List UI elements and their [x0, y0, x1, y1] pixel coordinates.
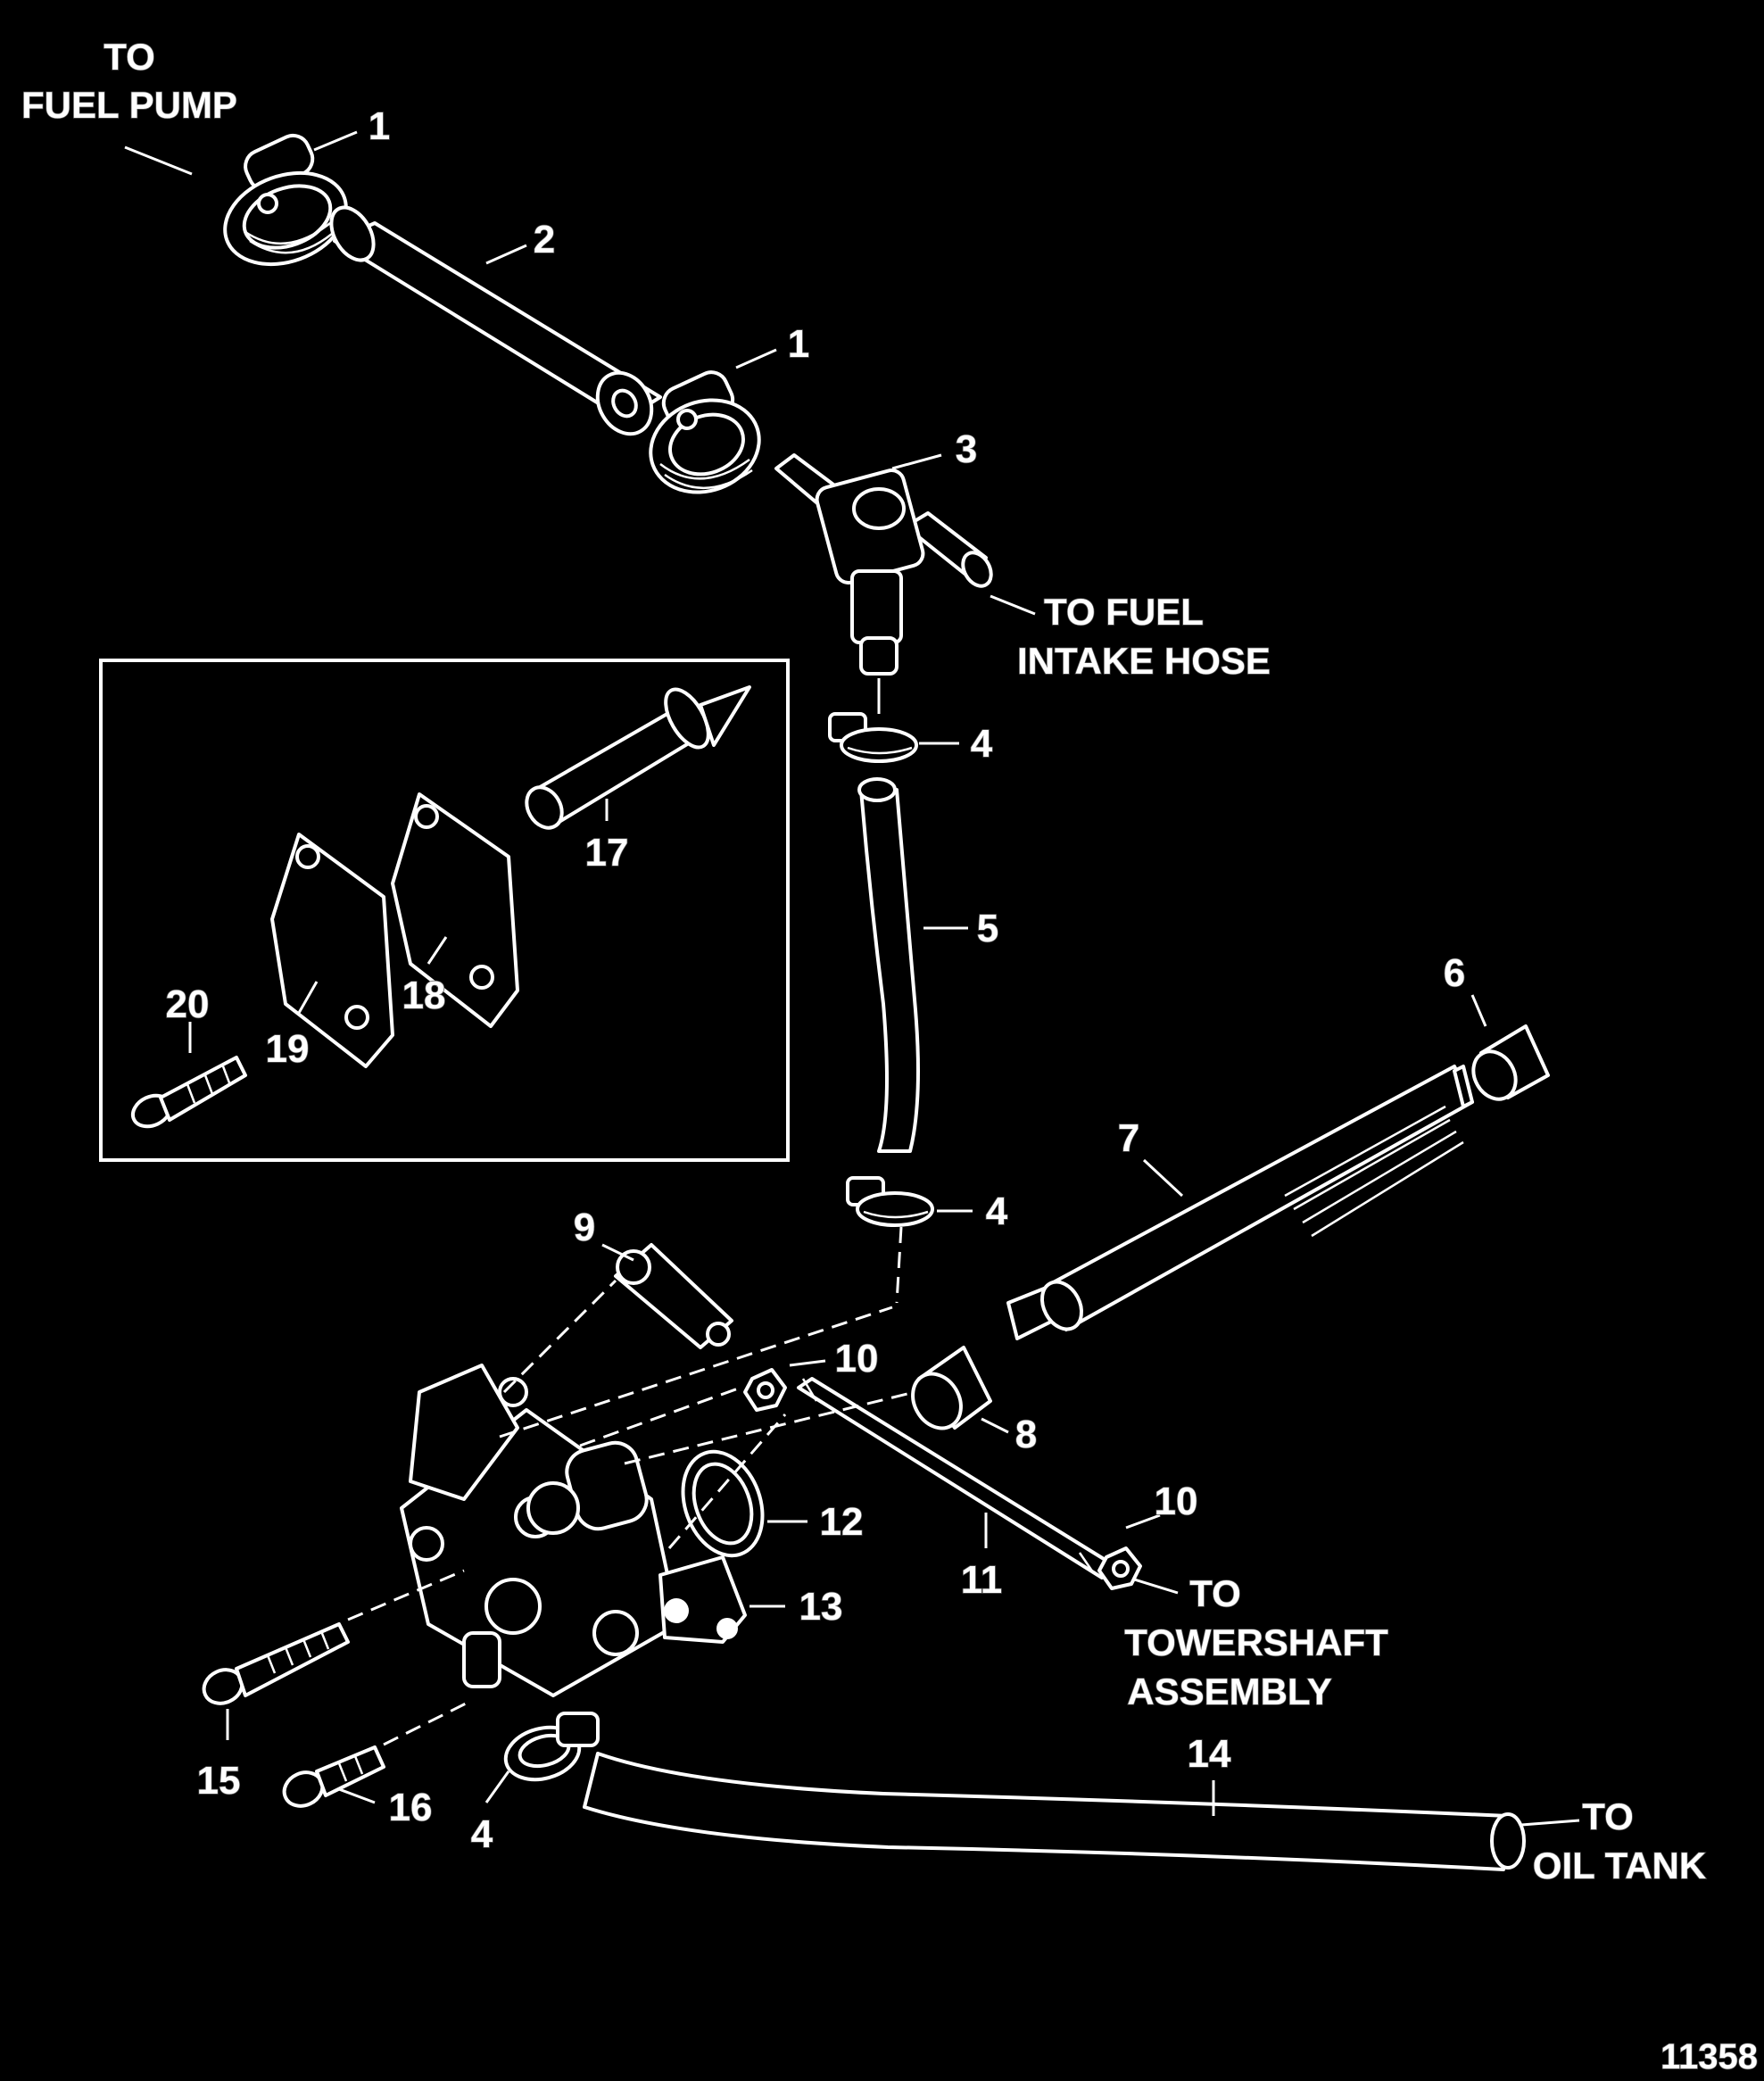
hose-clamp-lower-fuel-pump — [649, 370, 761, 494]
oil-pump-assembly — [400, 1364, 747, 1697]
callout-text: 2 — [534, 218, 555, 261]
callout-text: 1 — [369, 104, 390, 148]
callout-16: 16 — [338, 1785, 433, 1830]
callout-3: 3 — [891, 427, 978, 472]
note-line: TO — [1582, 1795, 1634, 1837]
bushing-lower — [911, 1346, 992, 1430]
callout-text: 19 — [266, 1027, 310, 1071]
callout-text: 5 — [977, 907, 998, 950]
note-to-towershaft-assembly: TO TOWERSHAFT ASSEMBLY — [1119, 1571, 1389, 1713]
note-to-fuel-pump: TO FUEL PUMP — [21, 35, 238, 176]
note-line: TO — [1189, 1572, 1241, 1614]
note-line: OIL TANK — [1533, 1845, 1706, 1886]
callout-text: 17 — [585, 831, 629, 875]
callout-1-lower: 1 — [735, 321, 810, 369]
callout-6: 6 — [1443, 950, 1487, 1027]
cover-screw — [130, 1056, 247, 1129]
note-line: INTAKE HOSE — [1017, 640, 1271, 682]
callout-text: 10 — [1155, 1480, 1198, 1523]
note-to-fuel-intake-hose: TO FUEL INTAKE HOSE — [990, 590, 1271, 683]
plug-fitting — [525, 685, 751, 830]
callout-5: 5 — [923, 906, 999, 951]
callout-13: 13 — [749, 1584, 843, 1629]
assembly-guide-lines — [499, 1279, 915, 1549]
callout-text: 14 — [1188, 1732, 1231, 1776]
hose-clamp-oil — [503, 1712, 600, 1782]
tee-fitting — [774, 453, 993, 676]
note-line: FUEL PUMP — [21, 84, 237, 126]
fuel-hose-vertical — [857, 777, 920, 1153]
callout-18: 18 — [402, 936, 448, 1018]
nut-lower — [1097, 1546, 1142, 1590]
callout-10-upper: 10 — [789, 1336, 879, 1381]
callout-4-upper: 4 — [919, 721, 994, 767]
callout-labels: 1 2 1 3 4 5 6 7 — [165, 104, 1487, 1857]
inset-block-off-kit — [99, 659, 790, 1162]
hose-clamp-small-middle — [846, 1176, 934, 1304]
note-to-oil-tank: TO OIL TANK — [1520, 1795, 1707, 1887]
callout-text: 18 — [402, 974, 446, 1017]
screw-short — [282, 1698, 474, 1808]
callout-2: 2 — [485, 217, 556, 265]
callout-text: 4 — [971, 722, 993, 766]
callout-text: 12 — [820, 1500, 864, 1544]
callout-9: 9 — [573, 1205, 634, 1262]
o-ring — [681, 1449, 765, 1558]
note-line: TO — [104, 36, 155, 78]
note-line: TOWERSHAFT — [1124, 1621, 1388, 1663]
callout-text: 8 — [1015, 1413, 1037, 1456]
callout-text: 3 — [956, 427, 977, 471]
fuel-hose-upper — [329, 205, 662, 436]
callout-8: 8 — [981, 1412, 1038, 1457]
note-line: ASSEMBLY — [1127, 1671, 1332, 1712]
oil-hose — [583, 1752, 1526, 1871]
callout-text: 7 — [1118, 1116, 1139, 1160]
hose-clamp-small-upper — [828, 678, 918, 763]
callout-text: 4 — [986, 1190, 1008, 1233]
screw-long — [202, 1569, 465, 1705]
callout-text: 10 — [835, 1337, 879, 1380]
figure-number: 11358 — [1660, 2037, 1758, 2077]
note-line: TO FUEL — [1044, 591, 1204, 633]
drive-shaft — [1006, 1065, 1474, 1340]
callout-20: 20 — [165, 982, 210, 1053]
callout-text: 6 — [1444, 951, 1465, 995]
callout-4-middle: 4 — [937, 1189, 1009, 1234]
callout-text: 15 — [197, 1759, 241, 1803]
linkage-link — [614, 1243, 733, 1349]
hose-clamp-upper-fuel-pump — [223, 133, 348, 267]
callout-19: 19 — [265, 981, 319, 1072]
callout-4-lower: 4 — [470, 1770, 510, 1857]
callout-text: 20 — [166, 982, 210, 1026]
callout-17: 17 — [584, 799, 629, 875]
callout-text: 9 — [574, 1206, 595, 1249]
callout-1-upper: 1 — [313, 104, 391, 152]
callout-15: 15 — [196, 1709, 241, 1803]
callout-text: 13 — [799, 1585, 843, 1629]
callout-text: 11 — [961, 1558, 1003, 1602]
callout-12: 12 — [767, 1499, 864, 1545]
bushing-top — [1471, 1024, 1550, 1101]
callout-text: 4 — [471, 1812, 493, 1856]
callout-text: 16 — [389, 1786, 433, 1829]
nut-upper — [743, 1368, 787, 1412]
callout-text: 1 — [788, 322, 809, 366]
cover-plate-rear — [391, 792, 519, 1028]
callout-14: 14 — [1187, 1731, 1232, 1816]
callout-10-lower: 10 — [1125, 1479, 1198, 1530]
callout-7: 7 — [1117, 1115, 1184, 1198]
callout-11: 11 — [960, 1513, 1003, 1603]
